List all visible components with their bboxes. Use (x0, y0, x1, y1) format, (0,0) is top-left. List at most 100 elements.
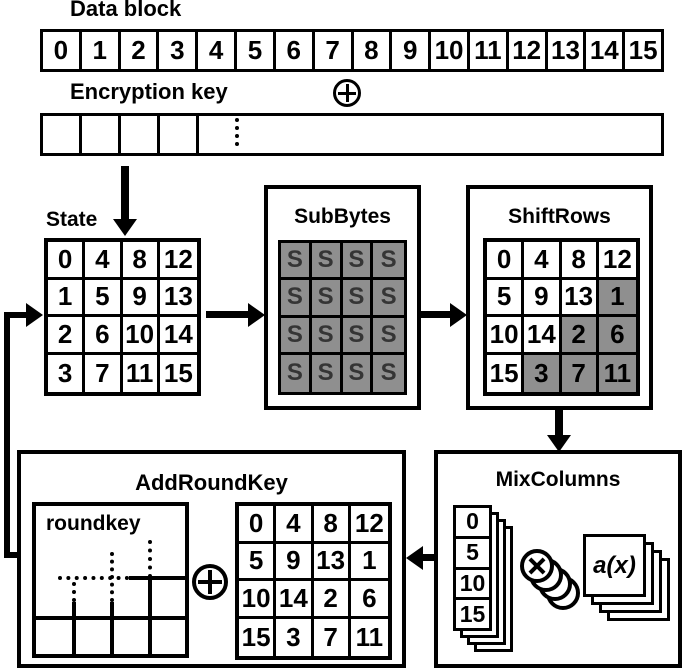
data-block-cell: 3 (159, 32, 199, 69)
addroundkey-cell: 10 (239, 581, 277, 619)
subbytes-cell: S (373, 243, 404, 281)
data-block-row: 0 1 2 3 4 5 6 7 8 9 10 11 12 13 14 15 (40, 29, 664, 72)
shiftrows-cell: 0 (487, 242, 525, 280)
roundkey-box: roundkey (32, 502, 189, 658)
arrow-state-to-subbytes-head (248, 303, 265, 327)
data-block-cell: 8 (354, 32, 393, 69)
shiftrows-cell-shaded: 2 (561, 317, 599, 355)
shiftrows-cell-shaded: 3 (524, 354, 562, 392)
shiftrows-cell-shaded: 7 (561, 354, 599, 392)
addroundkey-cell: 7 (314, 618, 351, 656)
feedback-line-vertical (4, 312, 10, 558)
addroundkey-cell: 6 (350, 581, 388, 619)
polynomial-label: a(x) (593, 551, 636, 579)
key-cell (43, 116, 82, 153)
multiply-icon (520, 549, 554, 583)
subbytes-cell: S (311, 280, 343, 318)
roundkey-label: roundkey (46, 512, 141, 535)
key-ellipsis-dots (235, 118, 239, 146)
addroundkey-cell: 1 (350, 544, 388, 581)
column-cell: 5 (456, 539, 489, 570)
subbytes-cell: S (311, 354, 343, 392)
polynomial-box: a(x) (583, 534, 646, 597)
xor-vertical-bar (345, 84, 349, 102)
addroundkey-cell: 14 (276, 581, 314, 619)
subbytes-title: SubBytes (294, 205, 391, 228)
addroundkey-grid: 0 4 8 12 5 9 13 1 10 14 2 6 15 3 7 11 (235, 502, 392, 660)
addroundkey-cell: 0 (239, 506, 277, 544)
addroundkey-cell: 4 (276, 506, 314, 544)
subbytes-cell: S (373, 354, 404, 392)
shiftrows-cell: 12 (598, 242, 636, 280)
subbytes-grid: S S S S S S S S S S S S S S S S (278, 240, 407, 395)
state-cell: 11 (123, 354, 160, 392)
shiftrows-cell: 13 (561, 279, 599, 317)
shiftrows-cell-shaded: 1 (598, 279, 636, 317)
data-block-cell: 4 (198, 32, 238, 69)
subbytes-cell: S (311, 243, 343, 281)
column-cell: 0 (456, 508, 489, 539)
state-cell: 8 (122, 242, 160, 280)
xor-icon (192, 564, 228, 600)
shiftrows-cell: 15 (487, 354, 525, 392)
column-cell: 10 (456, 570, 489, 601)
subbytes-cell: S (373, 317, 404, 355)
data-block-cell: 1 (82, 32, 121, 69)
data-block-cell: 13 (548, 32, 587, 69)
shiftrows-cell: 4 (524, 242, 562, 280)
roundkey-line-solid-v1 (72, 602, 76, 654)
subbytes-cell: S (281, 280, 312, 318)
mixcolumns-title: MixColumns (495, 468, 621, 491)
addroundkey-title: AddRoundKey (135, 470, 288, 495)
state-cell: 1 (48, 279, 86, 317)
data-block-cell: 14 (586, 32, 626, 69)
column-stack-front: 0 5 10 15 (453, 505, 492, 631)
state-cell: 3 (48, 354, 86, 392)
subbytes-cell: S (373, 280, 404, 318)
shiftrows-title: ShiftRows (508, 205, 611, 228)
addroundkey-cell: 15 (239, 618, 277, 656)
state-grid: 0 4 8 12 1 5 9 13 2 6 10 14 3 7 11 15 (44, 238, 201, 396)
arrow-shiftrows-to-mixcolumns-shaft (555, 410, 563, 435)
feedback-line-bottom (4, 552, 18, 558)
state-cell: 2 (48, 317, 86, 355)
data-block-cell: 9 (392, 32, 432, 69)
shiftrows-cell-shaded: 11 (598, 354, 636, 392)
arrow-subbytes-to-shiftrows-shaft (421, 311, 450, 318)
data-block-cell: 5 (237, 32, 276, 69)
subbytes-cell: S (281, 243, 312, 281)
feedback-line-top (4, 312, 28, 318)
state-cell: 4 (85, 242, 123, 280)
key-cell (82, 116, 121, 153)
key-cell (121, 116, 160, 153)
state-cell: 15 (163, 357, 193, 388)
data-block-cell: 0 (43, 32, 82, 69)
xor-icon (333, 79, 361, 107)
addroundkey-cell: 13 (313, 543, 351, 581)
encryption-key-label: Encryption key (70, 79, 228, 104)
data-block-cell: 2 (121, 32, 160, 69)
arrow-key-to-state-head (113, 219, 137, 236)
addroundkey-cell: 8 (313, 506, 351, 544)
arrow-mixcolumns-to-addroundkey-head (406, 546, 423, 570)
shiftrows-cell: 10 (487, 317, 525, 355)
state-cell: 6 (85, 317, 123, 355)
xor-vertical-bar (208, 570, 212, 594)
roundkey-divider (36, 616, 185, 620)
addroundkey-cell: 11 (355, 621, 384, 652)
arrow-state-to-subbytes-shaft (206, 311, 248, 318)
data-block-cell: 10 (431, 32, 470, 69)
state-cell: 14 (159, 317, 197, 355)
shiftrows-cell: 5 (487, 279, 525, 317)
data-block-cell: 12 (509, 32, 548, 69)
state-label: State (46, 208, 98, 231)
data-block-cell: 11 (470, 32, 509, 69)
addroundkey-cell: 3 (276, 618, 314, 656)
state-cell: 12 (159, 242, 197, 280)
shiftrows-cell: 8 (561, 242, 599, 280)
encryption-key-row (40, 113, 664, 156)
state-cell: 7 (85, 354, 123, 392)
state-cell: 5 (85, 279, 123, 317)
roundkey-line-dotted-v3 (148, 540, 152, 578)
roundkey-line-dotted-v1 (72, 582, 76, 602)
